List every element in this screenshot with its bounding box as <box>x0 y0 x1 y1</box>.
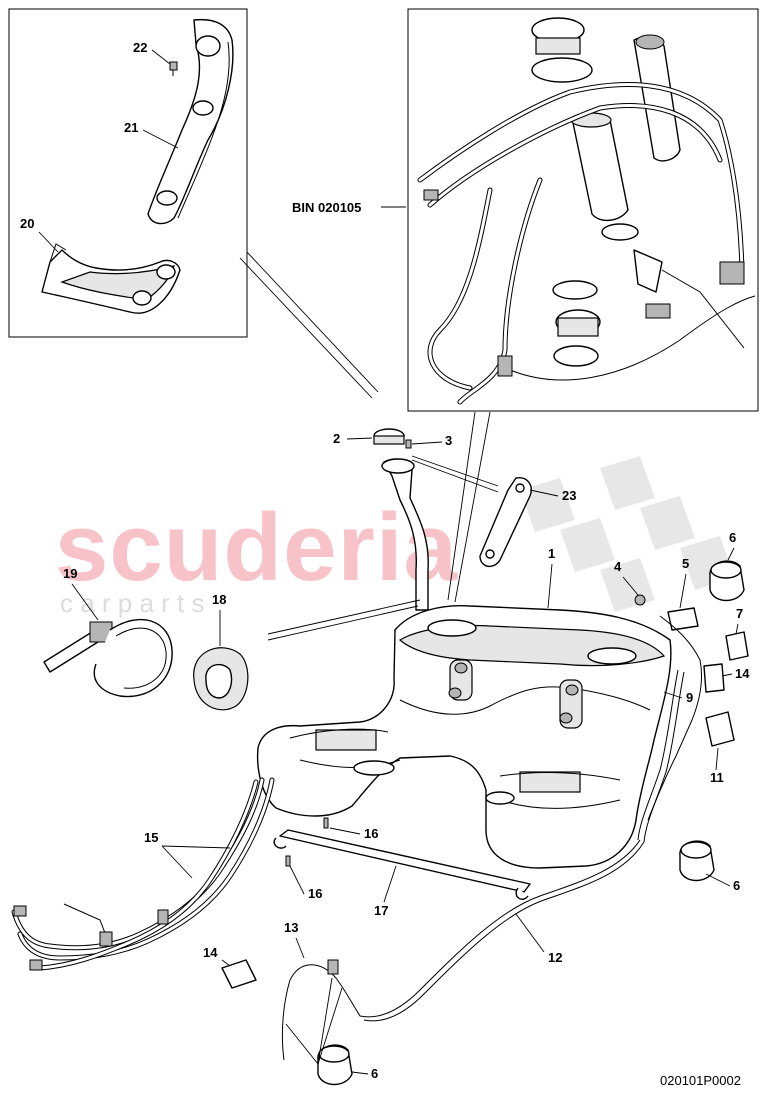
shield-clip-top <box>195 35 221 57</box>
filler-neck-assembly <box>373 428 532 611</box>
bin-reference-label: BIN 020105 <box>292 200 361 215</box>
shield-clip-bottom <box>156 190 178 206</box>
callout-23: 23 <box>562 488 576 503</box>
callout-2: 2 <box>333 431 340 446</box>
pump-opening <box>427 619 477 637</box>
fuel-return-line <box>281 669 685 1061</box>
inset-frame-left <box>8 8 248 338</box>
callout-18: 18 <box>212 592 226 607</box>
watermark: scuderia c a r p a r t s <box>55 456 735 618</box>
callout-4: 4 <box>614 559 622 574</box>
fuel-filter <box>633 36 681 162</box>
rubber-grommet <box>193 647 249 711</box>
fuel-pump-module <box>571 117 629 221</box>
fuel-tank <box>256 605 672 869</box>
hose-clamp-right <box>679 840 715 882</box>
filler-neck-shield <box>147 18 234 225</box>
connector-icon <box>423 189 439 201</box>
callout-19: 19 <box>63 566 77 581</box>
inset-fuel-pump: BIN 020105 <box>292 8 759 412</box>
callout-20: 20 <box>20 216 34 231</box>
tank-strap <box>273 817 531 900</box>
level-sender <box>633 249 663 293</box>
hose-clamp-bottom <box>317 1044 353 1086</box>
callouts-main: 2 3 23 1 4 5 6 7 14 9 11 16 16 17 15 12 … <box>63 431 750 1081</box>
bolt-icon <box>323 817 329 829</box>
callout-11: 11 <box>710 770 724 785</box>
callout-1: 1 <box>548 546 555 561</box>
seal-ring <box>531 57 593 83</box>
callout-12: 12 <box>548 950 562 965</box>
fuel-line-bundle <box>11 777 275 971</box>
callout-14-lower: 14 <box>203 945 218 960</box>
callout-14-upper: 14 <box>735 666 750 681</box>
inset-filler-parts: 22 21 20 <box>8 8 248 338</box>
sender-opening <box>587 647 637 665</box>
retaining-strap <box>479 477 532 567</box>
callout-13: 13 <box>284 920 298 935</box>
watermark-subtitle: c a r p a r t s <box>60 588 205 618</box>
connector-bracket <box>667 607 699 631</box>
callout-7: 7 <box>736 606 743 621</box>
connector-icon <box>719 261 745 285</box>
check-valve <box>705 711 735 747</box>
callout-6-top: 6 <box>729 530 736 545</box>
callout-21: 21 <box>124 120 138 135</box>
bolt-icon <box>285 855 291 867</box>
callout-16-lower: 16 <box>308 886 322 901</box>
callout-15: 15 <box>144 830 158 845</box>
nut-icon <box>634 594 646 606</box>
line-holder <box>725 631 749 661</box>
callout-9: 9 <box>686 690 693 705</box>
inset-frame-right <box>407 8 759 412</box>
callout-5: 5 <box>682 556 689 571</box>
checkered-flag-logo <box>520 456 735 612</box>
callout-17: 17 <box>374 903 388 918</box>
callout-6-right: 6 <box>733 878 740 893</box>
screw-icon <box>405 439 412 449</box>
callout-6-bottom: 6 <box>371 1066 378 1081</box>
drawing-number: 020101P0002 <box>660 1073 741 1088</box>
screw-icon <box>169 61 178 76</box>
shield-clip-middle <box>192 100 214 116</box>
callout-3: 3 <box>445 433 452 448</box>
callout-16-upper: 16 <box>364 826 378 841</box>
hose-clamp-top <box>709 560 745 602</box>
callout-22: 22 <box>133 40 147 55</box>
watermark-brand: scuderia <box>55 494 458 601</box>
cable-tie <box>43 619 173 698</box>
line-clip-lower <box>221 959 257 989</box>
line-clip-upper <box>703 663 725 693</box>
